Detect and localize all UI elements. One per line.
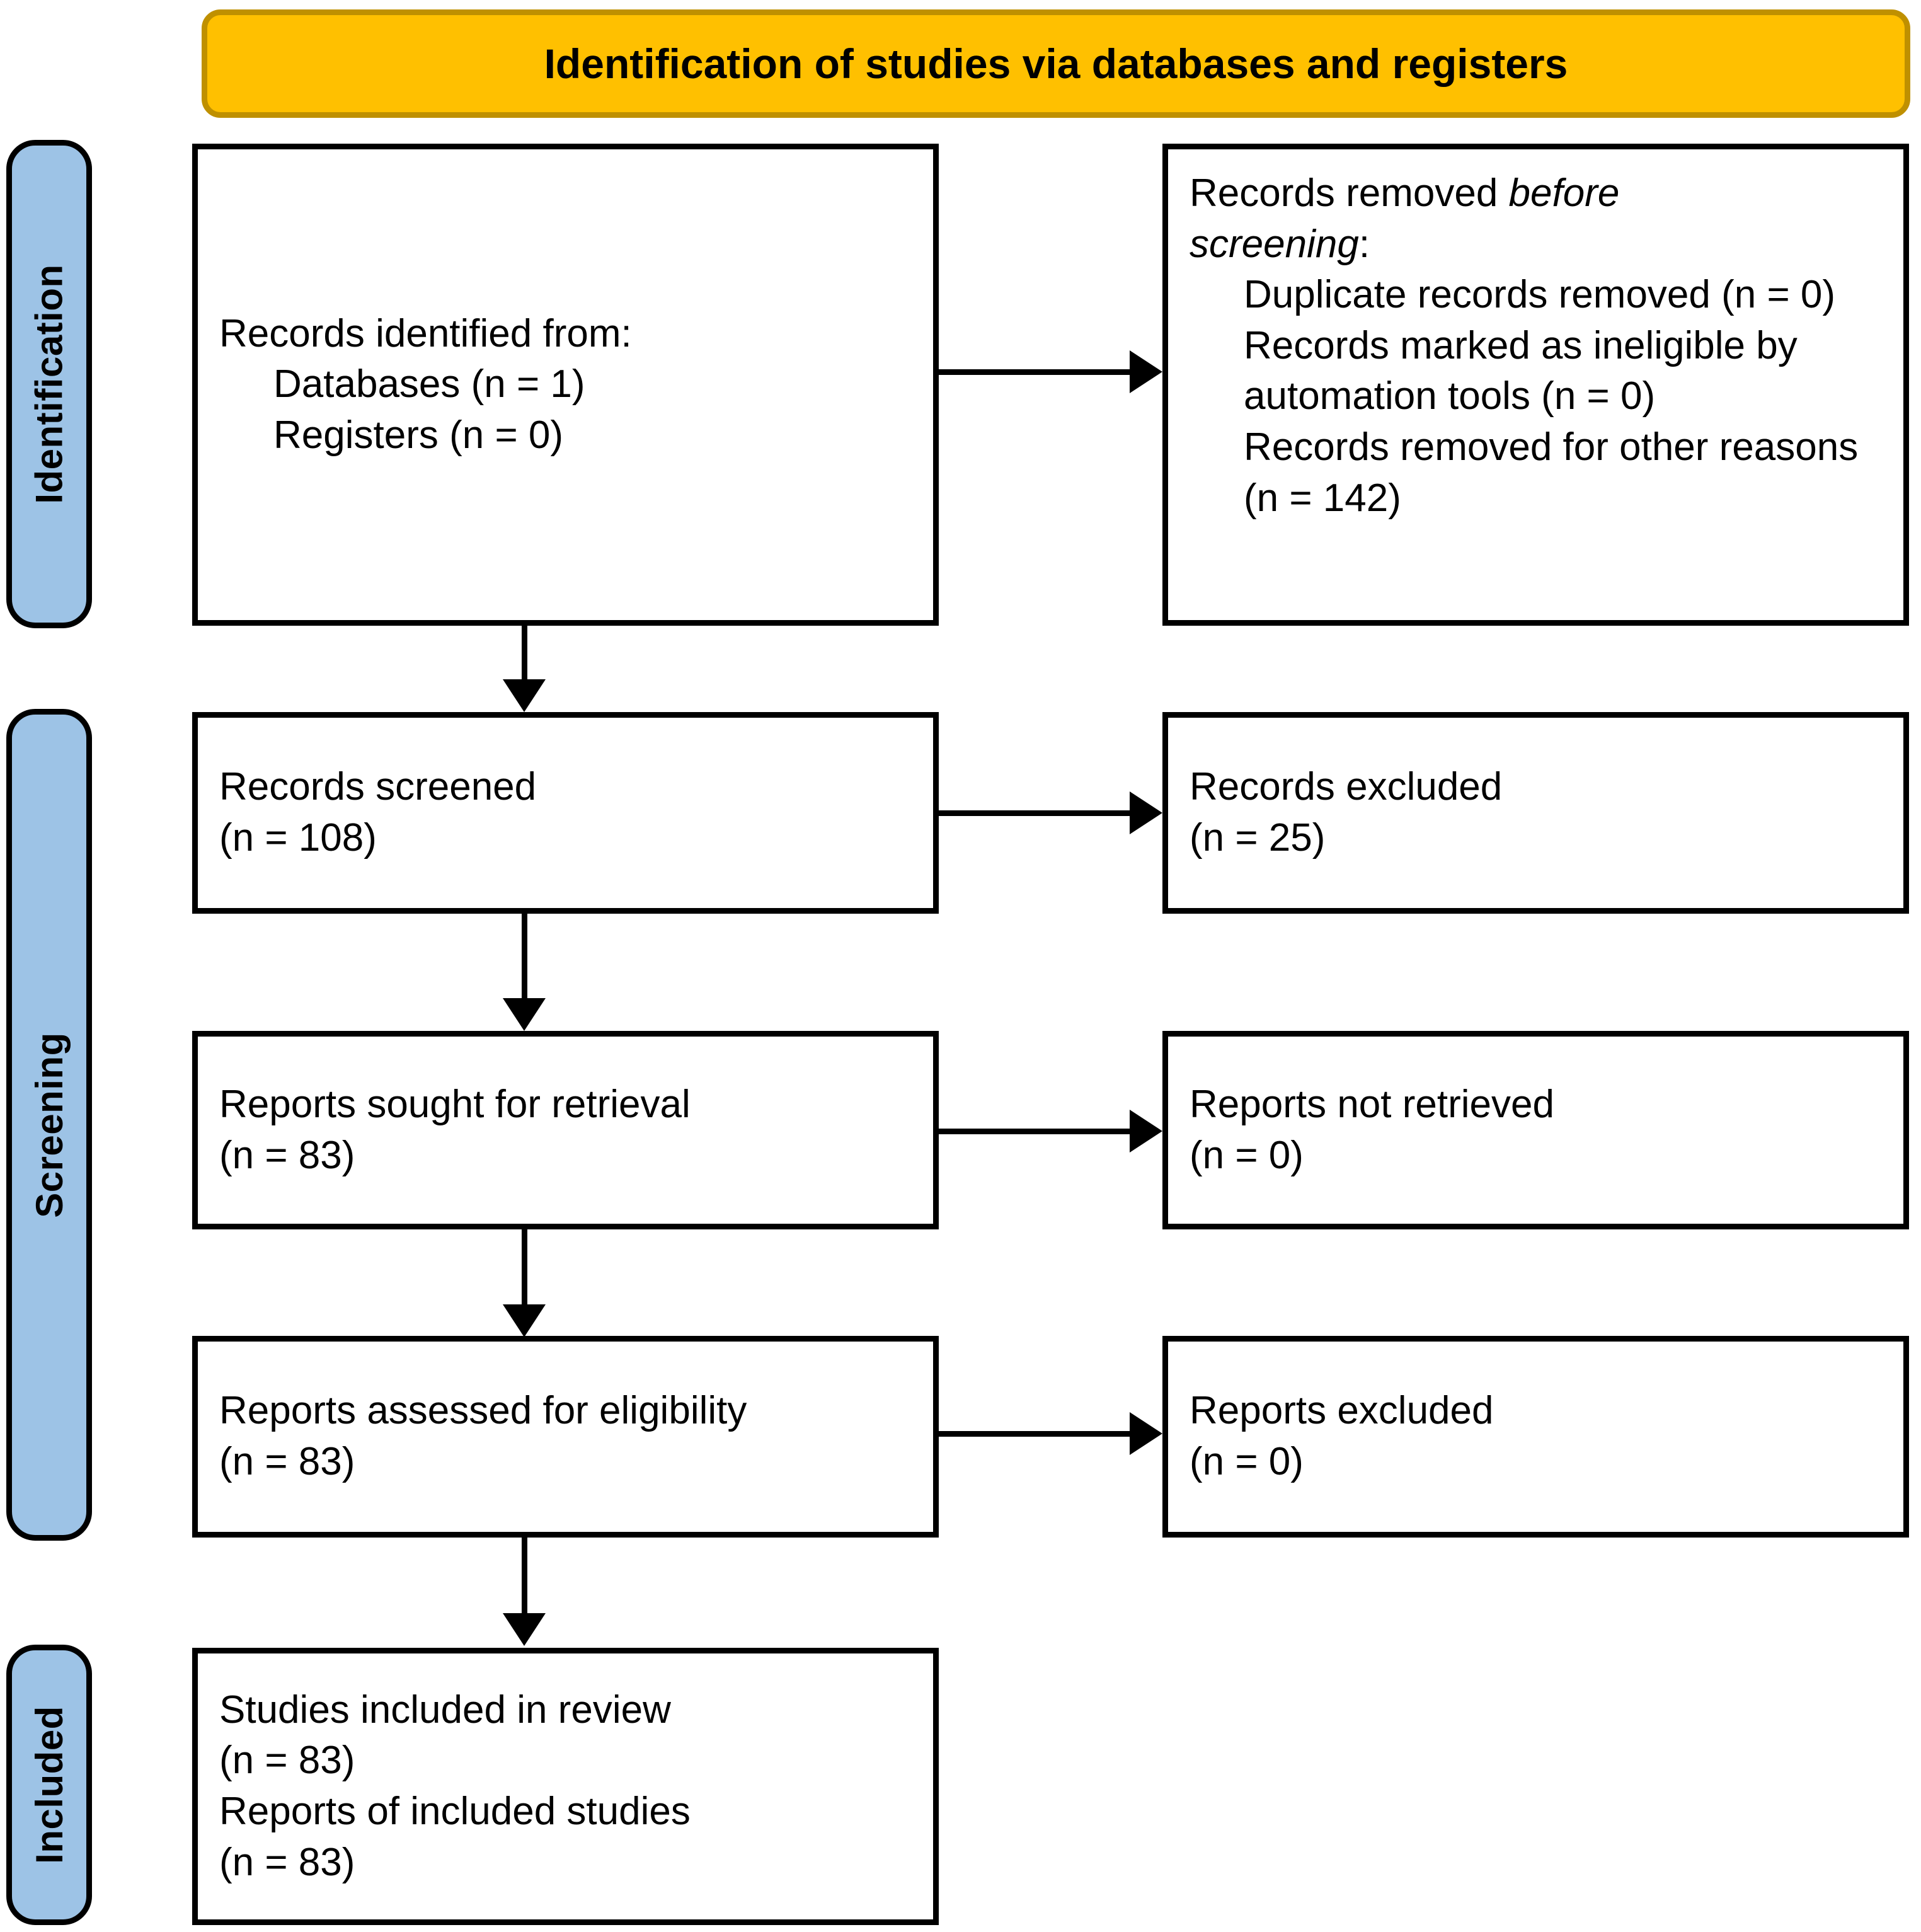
box-line-records-removed-heading2: screening: <box>1190 219 1882 270</box>
box-reports-sought: Reports sought for retrieval (n = 83) <box>192 1031 939 1229</box>
arrowhead-sought-to-assessed <box>503 1304 546 1337</box>
stage-pill-identification: Identification <box>6 140 92 628</box>
box-records-excluded: Records excluded (n = 25) <box>1162 712 1909 914</box>
box-line: (n = 83) <box>219 1440 355 1483</box>
header-banner: Identification of studies via databases … <box>202 9 1910 118</box>
box-line: (n = 25) <box>1190 816 1326 860</box>
stage-pill-included: Included <box>6 1645 92 1925</box>
records-removed-colon: : <box>1358 222 1370 266</box>
box-line: (n = 0) <box>1190 1133 1304 1177</box>
stage-label-included: Included <box>28 1706 71 1864</box>
arrowhead-screened-to-sought <box>503 998 546 1031</box>
stage-pill-screening: Screening <box>6 709 92 1541</box>
records-removed-prefix: Records removed <box>1190 171 1509 215</box>
box-line: Records identified from: <box>219 311 632 355</box>
connector-sought-to-assessed <box>522 1229 527 1308</box>
connector-identified-to-screened <box>522 624 527 682</box>
arrowhead-screened-to-excluded <box>1130 791 1162 834</box>
records-removed-emphasis-screening: screening <box>1190 222 1359 266</box>
box-records-screened: Records screened (n = 108) <box>192 712 939 914</box>
connector-assessed-to-included <box>522 1538 527 1617</box>
arrowhead-assessed-to-included <box>503 1613 546 1646</box>
connector-screened-to-excluded <box>933 810 1141 816</box>
box-records-identified: Records identified from: Databases (n = … <box>192 144 939 626</box>
connector-screened-to-sought <box>522 914 527 1001</box>
records-removed-emphasis-before: before <box>1508 171 1620 215</box>
box-line: Studies included in review <box>219 1688 671 1732</box>
box-line-records-removed-heading: Records removed before <box>1190 168 1882 219</box>
box-line: Records removed for other reasons (n = 1… <box>1244 425 1869 520</box>
box-line: Databases (n = 1) <box>273 362 585 406</box>
box-line: (n = 83) <box>219 1840 355 1884</box>
banner-title: Identification of studies via databases … <box>544 40 1568 87</box>
box-line: (n = 108) <box>219 816 377 860</box>
arrowhead-identified-to-screened <box>503 679 546 712</box>
box-line: Reports assessed for eligibility <box>219 1389 747 1433</box>
box-line: Reports of included studies <box>219 1790 691 1833</box>
stage-label-screening: Screening <box>28 1032 71 1218</box>
arrowhead-identified-to-removed <box>1130 350 1162 393</box>
box-reports-not-retrieved: Reports not retrieved (n = 0) <box>1162 1031 1909 1229</box>
box-line: Reports not retrieved <box>1190 1082 1554 1126</box>
arrowhead-assessed-to-reportsexcluded <box>1130 1412 1162 1455</box>
connector-identified-to-removed <box>933 369 1141 375</box>
box-records-removed: Records removed before screening: Duplic… <box>1162 144 1909 626</box>
box-reports-excluded: Reports excluded (n = 0) <box>1162 1336 1909 1538</box>
box-line: (n = 83) <box>219 1739 355 1783</box>
box-line: Reports excluded <box>1190 1389 1494 1433</box>
box-line: Reports sought for retrieval <box>219 1082 691 1126</box>
box-line: Records screened <box>219 765 537 809</box>
box-line: (n = 83) <box>219 1133 355 1177</box>
box-line: Registers (n = 0) <box>273 413 564 457</box>
box-line: Records excluded <box>1190 765 1503 809</box>
connector-assessed-to-reportsexcluded <box>933 1431 1141 1437</box>
box-studies-included: Studies included in review (n = 83) Repo… <box>192 1648 939 1925</box>
connector-sought-to-notretrieved <box>933 1129 1141 1134</box>
stage-label-identification: Identification <box>28 264 71 504</box>
box-line: (n = 0) <box>1190 1440 1304 1483</box>
box-line: Duplicate records removed (n = 0) <box>1244 273 1836 317</box>
box-reports-assessed: Reports assessed for eligibility (n = 83… <box>192 1336 939 1538</box>
box-line: Records marked as ineligible by automati… <box>1244 323 1808 418</box>
arrowhead-sought-to-notretrieved <box>1130 1110 1162 1153</box>
